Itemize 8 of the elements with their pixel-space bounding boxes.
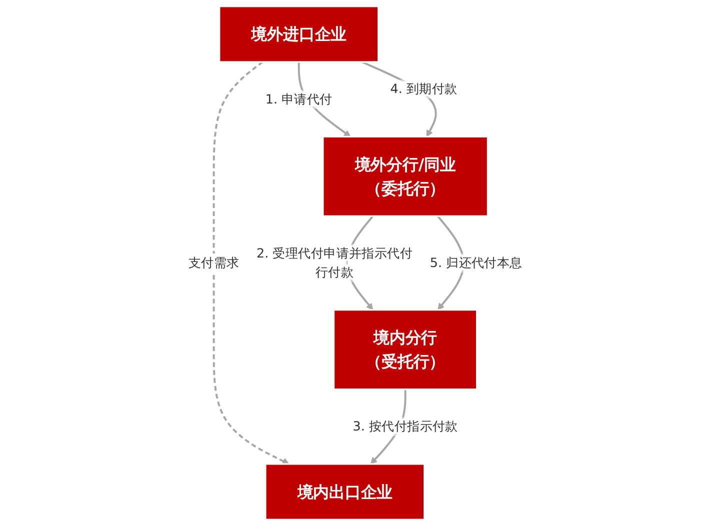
arrow [212,61,290,464]
node-box: 境内分行 （受托行） [333,309,478,390]
edge-label: 5. 归还代付本息 [430,255,522,270]
edge-label: 1. 申请代付 [266,91,333,106]
edge-label: 支付需求 [188,255,240,270]
edge-label: 3. 按代付指示付款 [352,418,458,434]
edge-label: 2. 受理代付申请并指示代付行付款 [256,246,413,280]
edge-label: 4. 到期付款 [390,81,458,96]
